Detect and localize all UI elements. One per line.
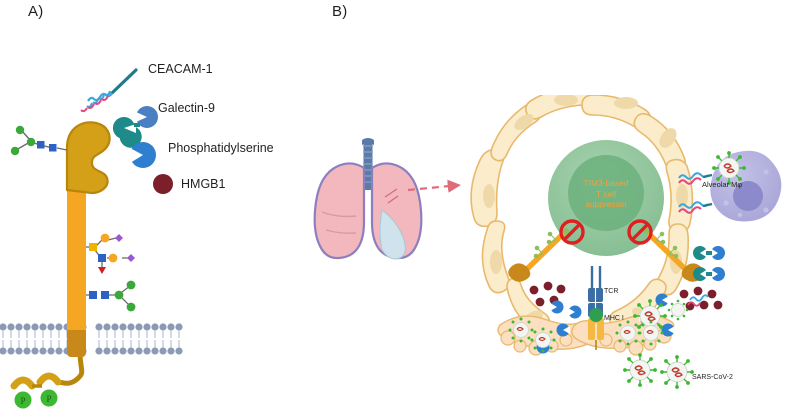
sars-cov-2-label: SARS-CoV-2: [692, 374, 733, 381]
lungs-icon: [313, 138, 423, 260]
t-cell-suppression-label: TIM3-based T cell suppressin: [563, 178, 649, 210]
o-glycan-middle: [86, 233, 135, 274]
tim3-cytoplasmic-tail: [10, 349, 85, 390]
lipid-bilayer: [0, 322, 183, 355]
virion-free-3: [660, 355, 694, 389]
galectin-9-pair-lower: [693, 267, 725, 281]
virion-free-2: [623, 353, 657, 387]
virion-infected-left-2: [530, 327, 556, 353]
tim3-stalk: [67, 190, 86, 330]
panelB-group: [313, 95, 782, 389]
tim3-transmembrane: [67, 325, 86, 357]
ceacam-1-lower: [678, 201, 713, 214]
legend-label-galectin-9: Galectin-9: [158, 101, 215, 115]
suppression-line-3: suppressin: [585, 199, 627, 209]
virion-infected-right-2: [638, 320, 664, 346]
tcr-label: TCR: [604, 288, 619, 295]
suppression-line-2: T cell: [595, 188, 617, 199]
suppression-line-1: TIM3-based: [583, 178, 629, 188]
n-glycan-lower: [86, 280, 136, 312]
n-glycan-upper: [10, 125, 68, 156]
ceacam-1-upper: [678, 172, 713, 185]
virion-free-1: [633, 299, 667, 333]
phospho-site-1: P: [14, 391, 32, 409]
tim3-igv-head: [65, 121, 111, 195]
virion-on-macrophage: [712, 151, 746, 185]
galectin-9-icon: [112, 106, 158, 148]
no-entry-icon-right[interactable]: [627, 219, 653, 245]
virion-infected-right-1: [615, 320, 641, 346]
svg-text:P: P: [20, 396, 25, 406]
ceacam-1-icon: [80, 68, 138, 113]
panel-b-label: B): [332, 3, 348, 20]
virion-infected-left-1: [508, 317, 534, 343]
tim3-receptor-left: [508, 228, 569, 282]
panelA-receptor-group: P P: [0, 68, 183, 409]
ceacam-1-infected-right: [687, 294, 709, 307]
legend-label-hmgb1: HMGB1: [181, 177, 226, 191]
panel-a-label: A): [28, 3, 44, 20]
hmgb1-icon: [153, 174, 173, 194]
alveolar-macrophage-label: Alveolar Mφ: [702, 180, 743, 189]
no-entry-icon-left[interactable]: [559, 219, 585, 245]
mhc-i-label: MHC I: [604, 315, 624, 322]
svg-text:P: P: [46, 394, 51, 404]
mhc-i-molecule: [588, 308, 604, 350]
phosphatidylserine-icon: [130, 142, 156, 168]
virion-epithelium-right: [667, 299, 689, 321]
legend-label-phosphatidylserine: Phosphatidylserine: [168, 141, 274, 155]
legend-label-ceacam-1: CEACAM-1: [148, 62, 213, 76]
phospho-site-2: P: [40, 389, 58, 407]
galectin-9-pair-upper: [693, 246, 725, 260]
